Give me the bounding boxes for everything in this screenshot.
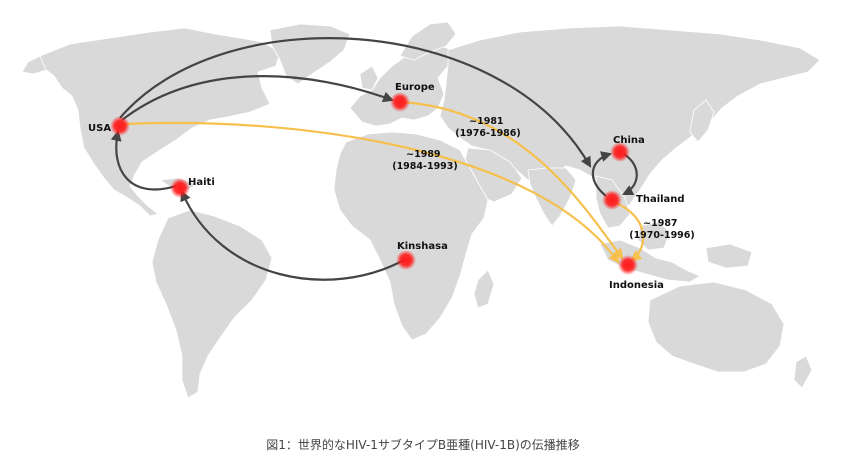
route-kinshasa-haiti [180,189,405,281]
label-haiti: Haiti [188,177,215,188]
land-india [527,167,577,227]
land-asia [439,25,821,215]
node-europe [390,92,410,112]
label-china: China [613,135,645,146]
land-british-isles [359,65,379,91]
route-label-thailand-indonesia: ~1987 (1970-1996) [629,218,695,241]
label-indonesia: Indonesia [609,280,664,291]
route-thailand-china [591,151,613,197]
world-land [21,21,821,399]
node-indonesia [618,255,638,275]
route-label-range: (1976-1986) [455,128,521,139]
label-thailand: Thailand [636,194,685,205]
location-labels: USA Europe Haiti Kinshasa China Thailand… [88,82,685,291]
route-usa-thailand [119,37,592,168]
land-alaska [21,55,47,75]
land-japan [689,99,715,143]
land-borneo [637,221,671,251]
land-africa [333,131,489,341]
route-label-year: ~1989 [406,149,440,160]
node-china [610,142,630,162]
land-australia [647,281,785,373]
land-new-guinea [705,243,753,269]
route-label-usa-indonesia: ~1989 (1984-1993) [392,149,458,172]
label-europe: Europe [395,82,435,93]
location-nodes [110,92,638,275]
node-haiti [170,178,190,198]
route-europe-indonesia [401,100,624,260]
figure-caption: 図1：世界的なHIV-1サブタイプB亜種(HIV-1B)の伝播推移 [266,438,580,452]
route-usa-europe [121,75,395,121]
node-thailand [602,190,622,210]
route-haiti-usa [110,129,177,191]
label-kinshasa: Kinshasa [397,241,448,252]
land-new-zealand [793,355,813,389]
route-label-europe-indonesia: ~1981 (1976-1986) [455,116,521,139]
land-greenland [269,23,351,85]
route-thailand-indonesia [613,200,645,262]
route-date-labels: ~1981 (1976-1986) ~1989 (1984-1993) ~198… [392,116,695,241]
route-label-year: ~1981 [469,116,503,127]
land-south-america [151,209,273,399]
label-usa: USA [88,123,111,134]
route-usa-indonesia [123,121,620,264]
route-label-range: (1984-1993) [392,161,458,172]
land-madagascar [473,269,495,309]
land-scandinavia [399,21,457,61]
transmission-routes [110,37,645,281]
node-kinshasa [396,250,416,270]
node-usa [110,116,130,136]
route-label-year: ~1987 [643,218,677,229]
route-label-range: (1970-1996) [629,230,695,241]
